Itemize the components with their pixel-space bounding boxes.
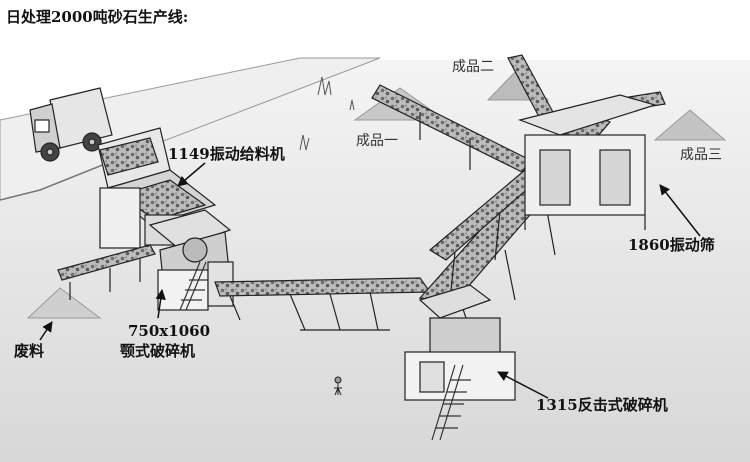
diagram-title: 日处理2000吨砂石生产线: bbox=[6, 8, 189, 26]
product-1-conveyor bbox=[371, 84, 531, 173]
product-3-pile bbox=[653, 109, 727, 141]
person-figure bbox=[334, 376, 342, 396]
vibrating-screen-arrow bbox=[659, 184, 701, 237]
impact-crusher-label: 1315反击式破碎机 bbox=[536, 396, 668, 414]
vibrating-screen bbox=[517, 94, 658, 230]
grass bbox=[299, 76, 355, 151]
jaw-crusher-label: 颚式破碎机 bbox=[120, 342, 196, 360]
waste-pile bbox=[26, 287, 102, 319]
product-3-label: 成品三 bbox=[680, 147, 722, 163]
feeder-arrow bbox=[177, 162, 206, 187]
jaw-crusher-arrow bbox=[155, 288, 166, 319]
vibrating-feeder bbox=[97, 127, 217, 249]
product-2-label: 成品二 bbox=[452, 59, 494, 75]
waste-arrow bbox=[39, 321, 53, 341]
impact-crusher bbox=[404, 284, 516, 441]
waste-conveyor bbox=[57, 244, 156, 300]
main-conveyor bbox=[214, 277, 432, 331]
dump-truck bbox=[29, 87, 113, 162]
feeder-label: 1149振动给料机 bbox=[168, 145, 285, 163]
jaw-crusher-size-label: 750x1060 bbox=[128, 322, 211, 340]
impact-crusher-arrow bbox=[497, 371, 549, 399]
vibrating-screen-label: 1860振动筛 bbox=[628, 236, 715, 254]
waste-label: 废料 bbox=[14, 342, 45, 360]
product-1-label: 成品一 bbox=[356, 133, 398, 149]
